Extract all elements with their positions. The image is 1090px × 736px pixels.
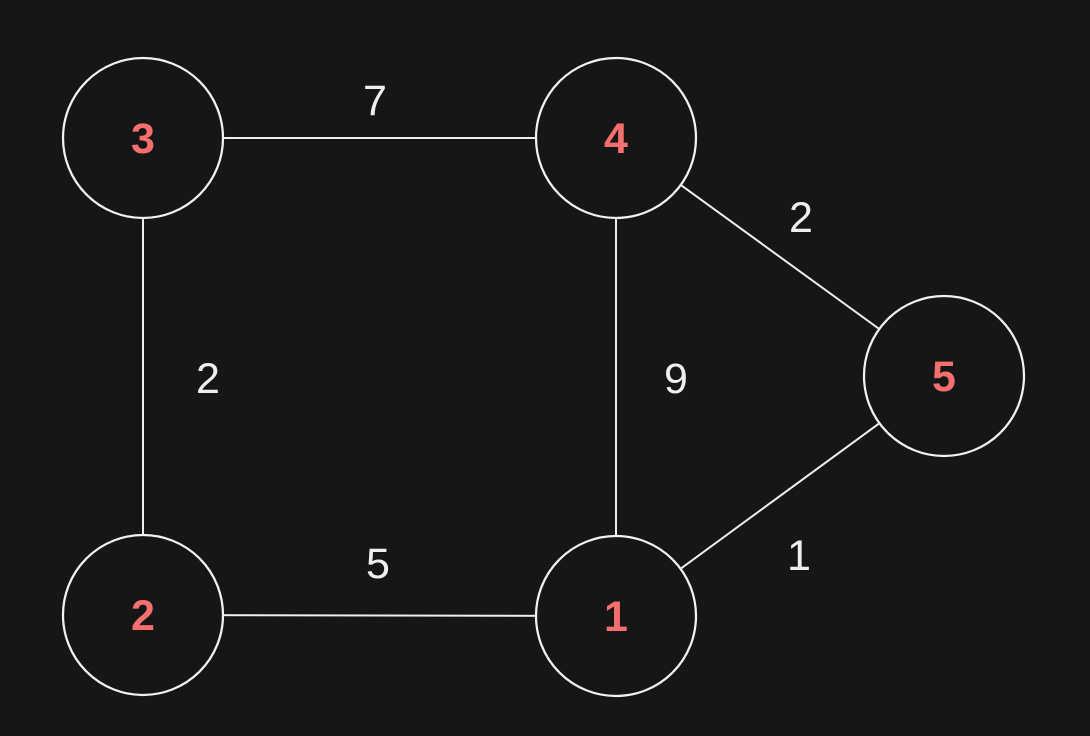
node-label: 5 (932, 353, 956, 401)
edge-weight-3-2: 2 (196, 355, 220, 403)
node-circle (534, 534, 698, 698)
node-circle (534, 56, 698, 220)
graph-node-2[interactable]: 2 (61, 533, 225, 697)
node-label: 3 (131, 115, 155, 163)
node-label: 4 (604, 115, 628, 163)
node-label: 2 (131, 592, 155, 640)
graph-node-5[interactable]: 5 (862, 294, 1026, 458)
node-label: 1 (604, 593, 628, 641)
edge-weight-2-1: 5 (366, 540, 390, 588)
graph-node-1[interactable]: 1 (534, 534, 698, 698)
graph-node-4[interactable]: 4 (534, 56, 698, 220)
graph-node-3[interactable]: 3 (61, 56, 225, 220)
edge-weight-1-5: 1 (787, 532, 811, 580)
node-circle (862, 294, 1026, 458)
node-circle (61, 56, 225, 220)
edge-weight-4-5: 2 (789, 194, 813, 242)
node-circle (61, 533, 225, 697)
edge-weight-4-1: 9 (664, 355, 688, 403)
edge-weight-3-4: 7 (363, 77, 387, 125)
